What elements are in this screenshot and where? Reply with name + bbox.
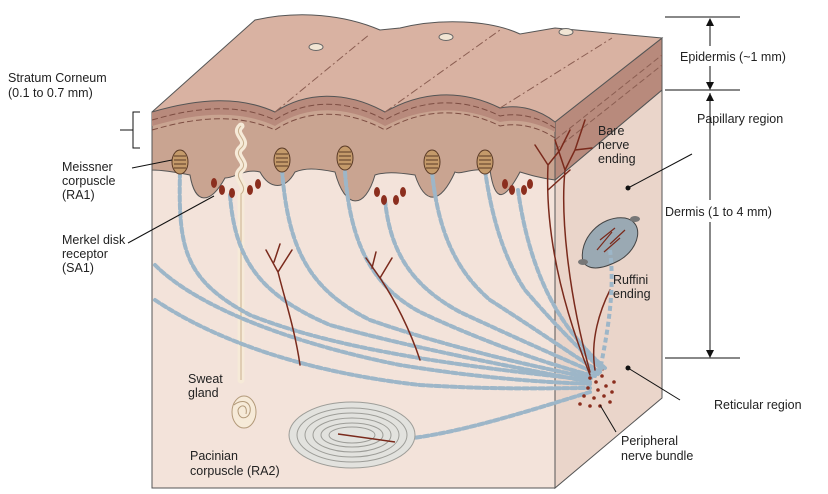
merkel-line-1: Merkel disk (62, 233, 126, 247)
merkel-label: Merkel disk receptor (SA1) (62, 233, 129, 275)
peripheral-nerve-line-1: Peripheral (621, 434, 678, 448)
meissner-line-1: Meissner (62, 160, 113, 174)
merkel-line-2: receptor (62, 247, 108, 261)
peripheral-nerve-label: Peripheral nerve bundle (621, 434, 693, 463)
sweat-gland-line-2: gland (188, 386, 219, 400)
dermis-label: Dermis (1 to 4 mm) (665, 205, 772, 219)
bare-nerve-line-3: ending (598, 152, 636, 166)
merkel-line-3: (SA1) (62, 261, 94, 275)
sweat-gland-line-1: Sweat (188, 372, 223, 386)
pacinian-line-1: Pacinian (190, 449, 238, 463)
meissner-line-2: corpuscle (62, 174, 116, 188)
ruffini-line-2: ending (613, 287, 651, 301)
ruffini-label: Ruffini ending (613, 273, 652, 301)
stratum-corneum-line-2: (0.1 to 0.7 mm) (8, 86, 93, 100)
meissner-line-3: (RA1) (62, 188, 95, 202)
papillary-label: Papillary region (697, 112, 783, 126)
bare-nerve-line-1: Bare (598, 124, 624, 138)
stratum-corneum-line-1: Stratum Corneum (8, 71, 107, 85)
reticular-label: Reticular region (714, 398, 802, 412)
meissner-label: Meissner corpuscle (RA1) (62, 160, 119, 202)
peripheral-nerve-line-2: nerve bundle (621, 449, 693, 463)
pore-icon (439, 34, 453, 41)
pacinian-corpuscle-icon (289, 402, 415, 468)
stratum-corneum-label: Stratum Corneum (0.1 to 0.7 mm) (8, 71, 110, 100)
pacinian-line-2: corpuscle (RA2) (190, 464, 280, 478)
ruffini-line-1: Ruffini (613, 273, 648, 287)
bare-nerve-line-2: nerve (598, 138, 629, 152)
epidermis-label: Epidermis (~1 mm) (680, 50, 786, 64)
pore-icon (309, 44, 323, 51)
pore-icon (559, 29, 573, 36)
